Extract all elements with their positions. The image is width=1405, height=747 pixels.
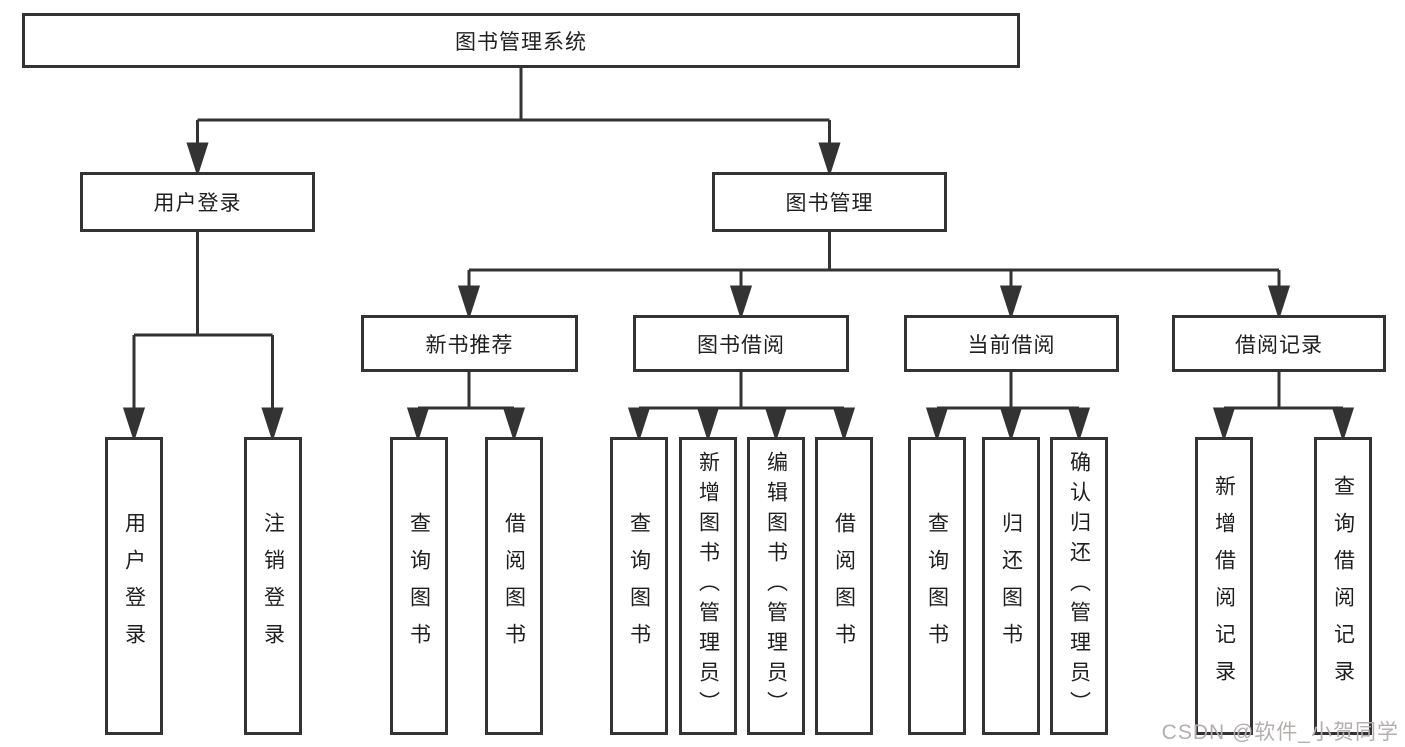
arrowhead	[729, 285, 753, 320]
node-leaf-query-books-2: 查询图书	[610, 437, 668, 735]
node-label: 当前借阅	[967, 333, 1056, 357]
arrowhead	[818, 142, 841, 177]
node-book-borrowing: 图书借阅	[633, 315, 849, 372]
arrowhead	[999, 285, 1023, 320]
arrowhead	[764, 407, 788, 442]
node-user-login: 用户登录	[80, 172, 315, 232]
node-label: 用户登录	[153, 192, 242, 215]
node-book-management: 图书管理	[712, 172, 947, 232]
node-system-root: 图书管理系统	[22, 13, 1020, 68]
node-new-book-recommend: 新书推荐	[361, 315, 578, 372]
node-leaf-confirm-return-admin: 确认归还（管理员）	[1050, 437, 1108, 735]
node-label: 注销登录	[261, 512, 285, 660]
arrowhead	[1212, 407, 1236, 442]
arrowhead	[406, 407, 430, 442]
node-label: 查询图书	[407, 512, 431, 660]
node-label: 新书推荐	[425, 333, 514, 357]
arrowhead	[925, 407, 949, 442]
node-label: 确认归还（管理员）	[1067, 451, 1091, 721]
arrowhead	[261, 407, 284, 442]
arrowhead	[457, 285, 481, 320]
csdn-watermark: CSDN @软件_小贺同学	[1161, 721, 1399, 744]
node-label: 查询借阅记录	[1331, 475, 1355, 697]
arrowhead	[832, 407, 856, 442]
node-label: 编辑图书（管理员）	[764, 451, 788, 721]
node-leaf-return-books: 归还图书	[982, 437, 1040, 735]
node-leaf-query-books-3: 查询图书	[908, 437, 966, 735]
arrowhead	[999, 407, 1023, 442]
node-leaf-add-borrow-record: 新增借阅记录	[1195, 437, 1253, 735]
arrowhead	[502, 407, 526, 442]
node-label: 图书借阅	[697, 333, 785, 357]
node-leaf-user-login: 用户登录	[105, 437, 163, 735]
node-leaf-query-books-1: 查询图书	[390, 437, 448, 735]
node-current-borrowing: 当前借阅	[904, 315, 1119, 372]
node-leaf-logout: 注销登录	[244, 437, 302, 735]
arrowhead	[186, 142, 209, 177]
node-label: 借阅图书	[502, 512, 526, 660]
arrowhead	[1067, 407, 1091, 442]
node-leaf-borrow-books-2: 借阅图书	[815, 437, 873, 735]
arrowhead	[1267, 285, 1291, 320]
node-label: 归还图书	[999, 512, 1023, 660]
node-label: 查询图书	[925, 512, 949, 660]
arrowhead	[696, 407, 720, 442]
node-label: 新增图书（管理员）	[696, 451, 720, 721]
node-leaf-borrow-books-1: 借阅图书	[485, 437, 543, 735]
node-label: 图书管理系统	[455, 30, 587, 54]
node-borrowing-records: 借阅记录	[1172, 315, 1386, 372]
node-label: 借阅记录	[1235, 333, 1323, 357]
arrowhead	[122, 407, 146, 442]
node-leaf-edit-books-admin: 编辑图书（管理员）	[747, 437, 805, 735]
node-leaf-query-borrow-record: 查询借阅记录	[1314, 437, 1372, 735]
node-leaf-add-books-admin: 新增图书（管理员）	[679, 437, 737, 735]
node-label: 图书管理	[785, 192, 874, 215]
arrowhead	[1331, 407, 1355, 442]
node-label: 用户登录	[122, 512, 146, 660]
node-label: 借阅图书	[832, 512, 856, 660]
arrowhead	[627, 407, 651, 442]
node-label: 查询图书	[627, 512, 651, 660]
node-label: 新增借阅记录	[1212, 475, 1236, 697]
